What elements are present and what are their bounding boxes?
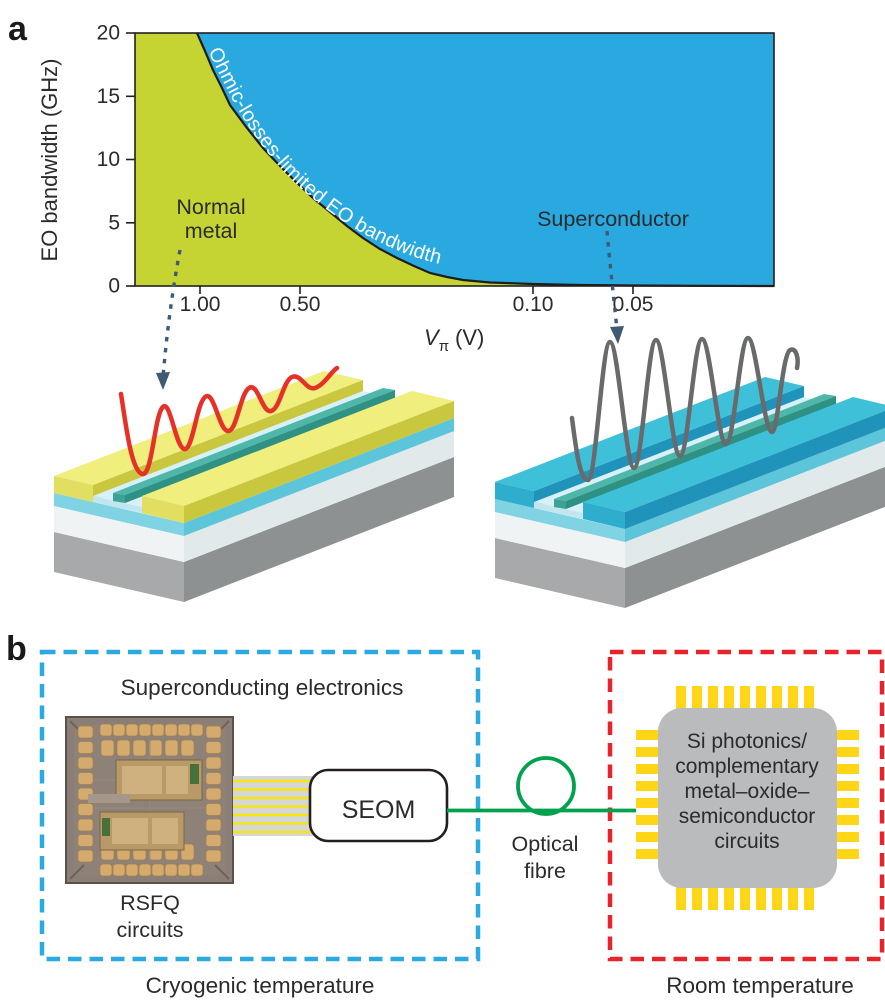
seom-box: SEOM [308,768,449,843]
damped-rf-signal [118,365,340,477]
normal-metal-arrow-icon [156,249,182,390]
ribbon-cable [233,776,314,836]
x-axis-title: Vπ(V) [424,325,484,355]
superconducting-electronics-title: Superconducting electronics [121,675,404,700]
cmos-chip-label-2: complementary [675,755,819,778]
normal-metal-label: Normal [176,195,245,219]
room-temperature-box [607,649,885,962]
optical-fibre-icon [447,756,636,816]
y-tick-15: 15 [97,85,120,108]
chip-pads [77,723,222,877]
y-tick-20: 20 [97,22,120,45]
cmos-pins [636,686,859,910]
x-tick-050: 0.50 [280,293,321,316]
cmos-chip-label-5: circuits [714,830,779,853]
panel-a-letter: a [8,10,28,48]
normal-metal-label2: metal [185,219,238,243]
cmos-chip-label-1: Si photonics/ [687,730,807,753]
cmos-chip-label-4: semiconductor [679,805,816,828]
y-tick-5: 5 [108,211,120,234]
y-axis-ticks: 20 15 10 5 0 [97,22,135,298]
rsfq-label: RSFQ [120,891,180,915]
normal-metal-modulator [54,371,454,602]
room-temperature-caption: Room temperature [666,973,854,998]
rsfq-chip-photo [65,716,234,884]
y-tick-10: 10 [97,148,120,171]
x-axis-ticks: 1.00 0.50 0.10 0.05 [180,286,654,316]
superconductor-arrow-icon [605,230,624,344]
seom-label: SEOM [342,796,416,824]
y-axis-title: EO bandwidth (GHz) [37,59,62,262]
panel-b-letter: b [6,630,27,668]
y-tick-0: 0 [108,275,120,298]
x-tick-010: 0.10 [513,293,554,316]
optical-fibre-label: Optical [512,832,579,856]
cmos-chip-label-3: metal–oxide– [685,780,810,803]
cryogenic-box [39,649,481,962]
bandwidth-limit-curve [195,32,775,288]
normal-metal-region [135,33,774,286]
optical-fibre-label2: fibre [524,859,566,883]
undistorted-rf-signal [569,335,800,483]
cryogenic-temperature-caption: Cryogenic temperature [146,973,375,998]
chip-circuit-blocks [88,759,203,851]
x-tick-005: 0.05 [613,293,654,316]
cmos-chip: Si photonics/ complementary metal–oxide–… [636,686,859,910]
x-tick-100: 1.00 [180,293,221,316]
rsfq-label2: circuits [117,918,184,942]
eo-bandwidth-chart: Ohmic-losses-limited EO bandwidth 20 15 … [37,22,775,390]
superconductor-label: Superconductor [537,207,689,231]
